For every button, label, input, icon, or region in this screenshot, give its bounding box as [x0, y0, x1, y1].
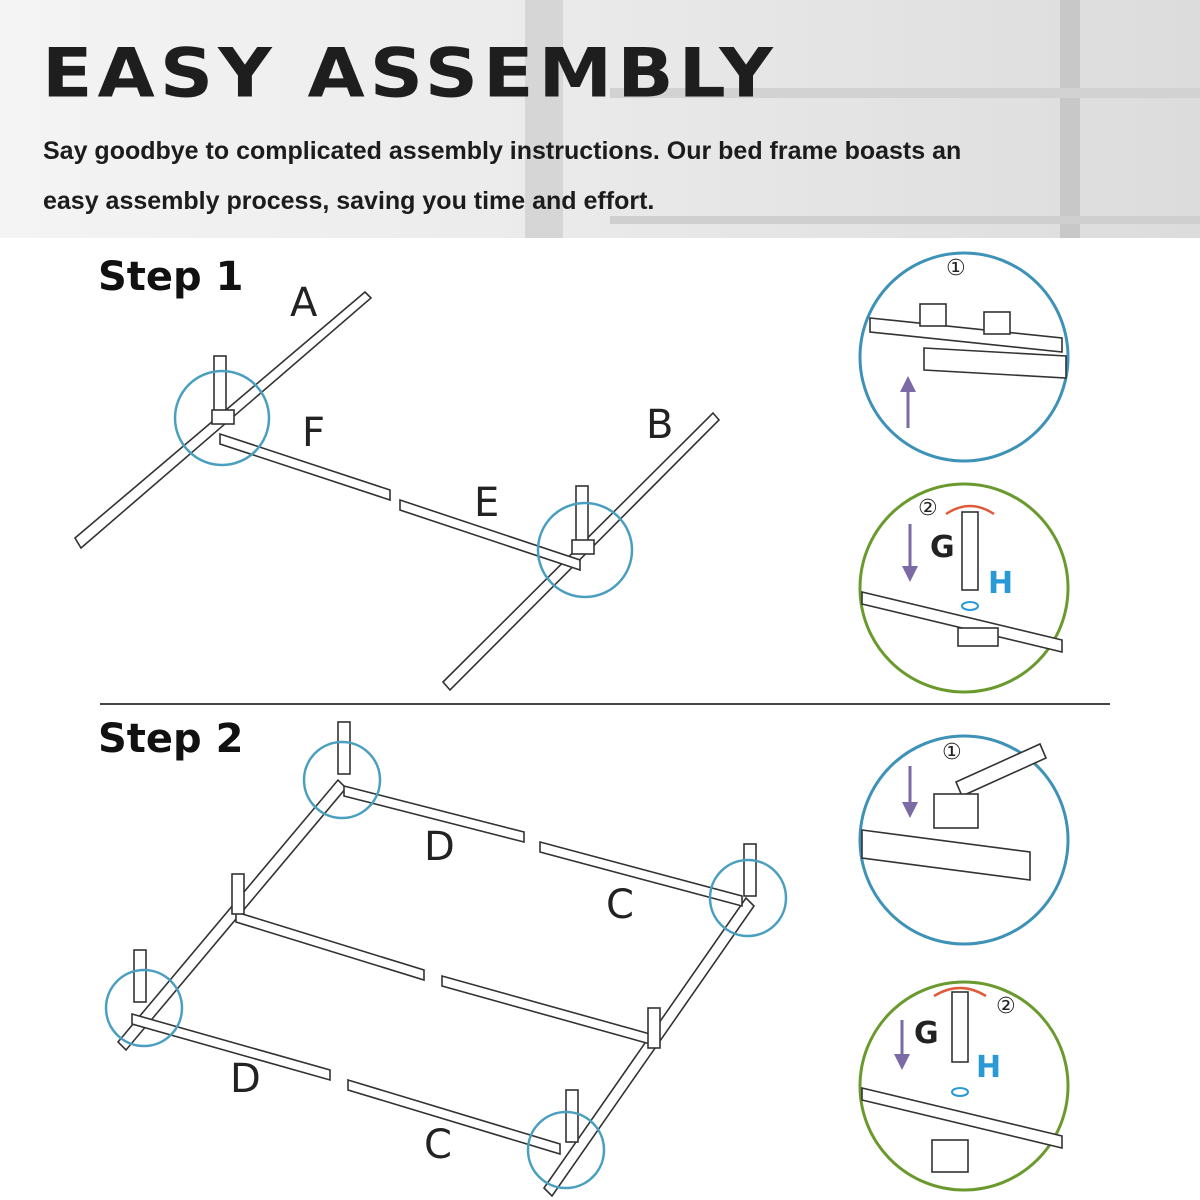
detail2-rail: [861, 1086, 1063, 1150]
highlight-circle-bl: [104, 968, 184, 1048]
step2-detail1-marker: ①: [942, 740, 962, 765]
step2-title: Step 2: [98, 716, 244, 762]
header-banner: EASY ASSEMBLY Say goodbye to complicated…: [0, 0, 1200, 238]
detail2-bracket: [957, 627, 999, 647]
beam-e: [399, 498, 581, 572]
part-label-f: F: [302, 410, 326, 456]
bracket-left: [211, 409, 235, 425]
detail-tube: [861, 829, 1031, 881]
beam-d-bottom: [131, 1012, 331, 1082]
down-arrow-head-icon: [894, 1054, 910, 1070]
page-title: EASY ASSEMBLY: [42, 34, 778, 114]
section-divider: [100, 703, 1110, 705]
step2-detail1-ring: [858, 734, 1070, 946]
detail2-rail: [861, 590, 1063, 654]
down-arrow-head-icon: [902, 566, 918, 582]
leg-br: [565, 1089, 579, 1143]
beam-middle-left: [235, 910, 425, 982]
detail2-leg: [951, 991, 969, 1063]
detail2-tube-end: [931, 1139, 969, 1173]
washer-icon: [951, 1087, 969, 1097]
part-label-e: E: [474, 480, 500, 526]
beam-c-top: [539, 840, 743, 908]
bracket-right: [571, 539, 595, 555]
arrow-head-icon: [900, 376, 916, 392]
highlight-circle-right: [536, 501, 634, 599]
highlight-circle-tl: [302, 740, 382, 820]
highlight-circle-br: [526, 1110, 606, 1190]
part-label-d-bottom: D: [230, 1056, 261, 1102]
step1-detail1-marker: ①: [946, 256, 966, 281]
step2-detail2-h: H: [976, 1050, 1002, 1085]
part-label-c-top: C: [606, 882, 634, 928]
detail-bracket-2: [983, 311, 1011, 335]
step1-title: Step 1: [98, 254, 244, 300]
part-label-b: B: [646, 402, 674, 448]
step2-detail2-marker: ②: [996, 994, 1016, 1019]
step2-detail2-g: G: [914, 1016, 939, 1051]
leg-bl: [133, 949, 147, 1003]
step1-detail2-g: G: [930, 530, 955, 565]
washer-icon: [961, 601, 979, 611]
step1-detail2-marker: ②: [918, 496, 938, 521]
detail-bracket: [919, 303, 947, 327]
detail-bracket: [933, 793, 979, 829]
part-label-d-top: D: [424, 824, 455, 870]
rotate-arrow-icon: [945, 504, 995, 516]
beam-c-bottom: [347, 1078, 561, 1156]
detail-beam: [923, 347, 1067, 379]
leg-tl: [337, 721, 351, 775]
page-subtitle: Say goodbye to complicated assembly inst…: [43, 137, 962, 215]
leg-ml: [231, 873, 245, 915]
step1-detail2-h: H: [988, 566, 1014, 601]
rotate-arrow-icon: [933, 986, 987, 998]
header-background: [525, 0, 1200, 238]
leg-mr: [647, 1007, 661, 1049]
step2-detail2-ring: [858, 980, 1070, 1192]
detail-rail-top: [954, 742, 1048, 798]
leg-tr: [743, 843, 757, 897]
beam-f: [219, 432, 391, 502]
beam-d-top: [343, 784, 525, 844]
part-label-c-bottom: C: [424, 1122, 452, 1168]
highlight-circle-left: [173, 369, 271, 467]
down-arrow-head-icon: [902, 802, 918, 818]
part-label-a: A: [290, 280, 318, 326]
highlight-circle-tr: [708, 858, 788, 938]
detail2-leg: [961, 511, 979, 591]
